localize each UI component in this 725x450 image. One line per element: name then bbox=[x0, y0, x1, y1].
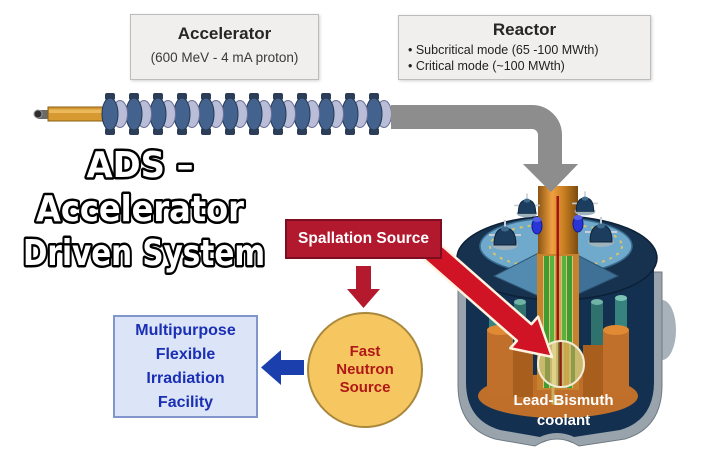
fast-neutron-source-circle: Fast Neutron Source bbox=[307, 312, 423, 428]
proton-beamline bbox=[33, 92, 392, 136]
irradiation-facility-box: Multipurpose Flexible Irradiation Facili… bbox=[113, 315, 258, 418]
accelerator-box: Accelerator (600 MeV - 4 mA proton) bbox=[130, 14, 319, 80]
ads-title-line-2: Accelerator bbox=[36, 189, 244, 230]
vessel-internal-orange bbox=[478, 325, 638, 418]
reactor-bullet-critical: • Critical mode (~100 MWth) bbox=[408, 59, 565, 73]
reactor-vessel bbox=[456, 164, 676, 447]
spallation-source-label: Spallation Source bbox=[298, 230, 429, 247]
irradiation-facility-line-1: Multipurpose bbox=[135, 321, 236, 339]
accelerator-box-subtitle: (600 MeV - 4 mA proton) bbox=[150, 50, 299, 65]
ads-title: ADS – Accelerator Driven System bbox=[21, 143, 268, 277]
coolant-label: Lead-Bismuth coolant bbox=[486, 391, 641, 431]
irradiation-facility-line-4: Facility bbox=[157, 393, 214, 411]
fast-neutron-line-3: Source bbox=[339, 379, 391, 396]
spallation-target-arrow bbox=[419, 238, 554, 359]
ads-title-line-3: Driven System bbox=[23, 233, 265, 274]
spallation-down-arrow bbox=[347, 266, 380, 308]
reactor-box-title: Reactor bbox=[492, 20, 557, 39]
spallation-source-box: Spallation Source bbox=[285, 219, 442, 259]
fast-neutron-line-2: Neutron bbox=[336, 361, 394, 378]
irradiation-facility-line-3: Irradiation bbox=[146, 369, 225, 387]
ads-title-line-1: ADS – bbox=[87, 145, 194, 186]
coolant-label-line-2: coolant bbox=[536, 412, 591, 429]
accelerator-box-title: Accelerator bbox=[177, 24, 272, 43]
facility-left-arrow bbox=[261, 350, 304, 385]
reactor-box: Reactor • Subcritical mode (65 -100 MWth… bbox=[398, 15, 651, 80]
fast-neutron-line-1: Fast bbox=[349, 343, 381, 360]
irradiation-facility-line-2: Flexible bbox=[155, 345, 216, 363]
coolant-label-line-1: Lead-Bismuth bbox=[513, 392, 614, 409]
reactor-bullet-subcritical: • Subcritical mode (65 -100 MWth) bbox=[408, 43, 599, 57]
